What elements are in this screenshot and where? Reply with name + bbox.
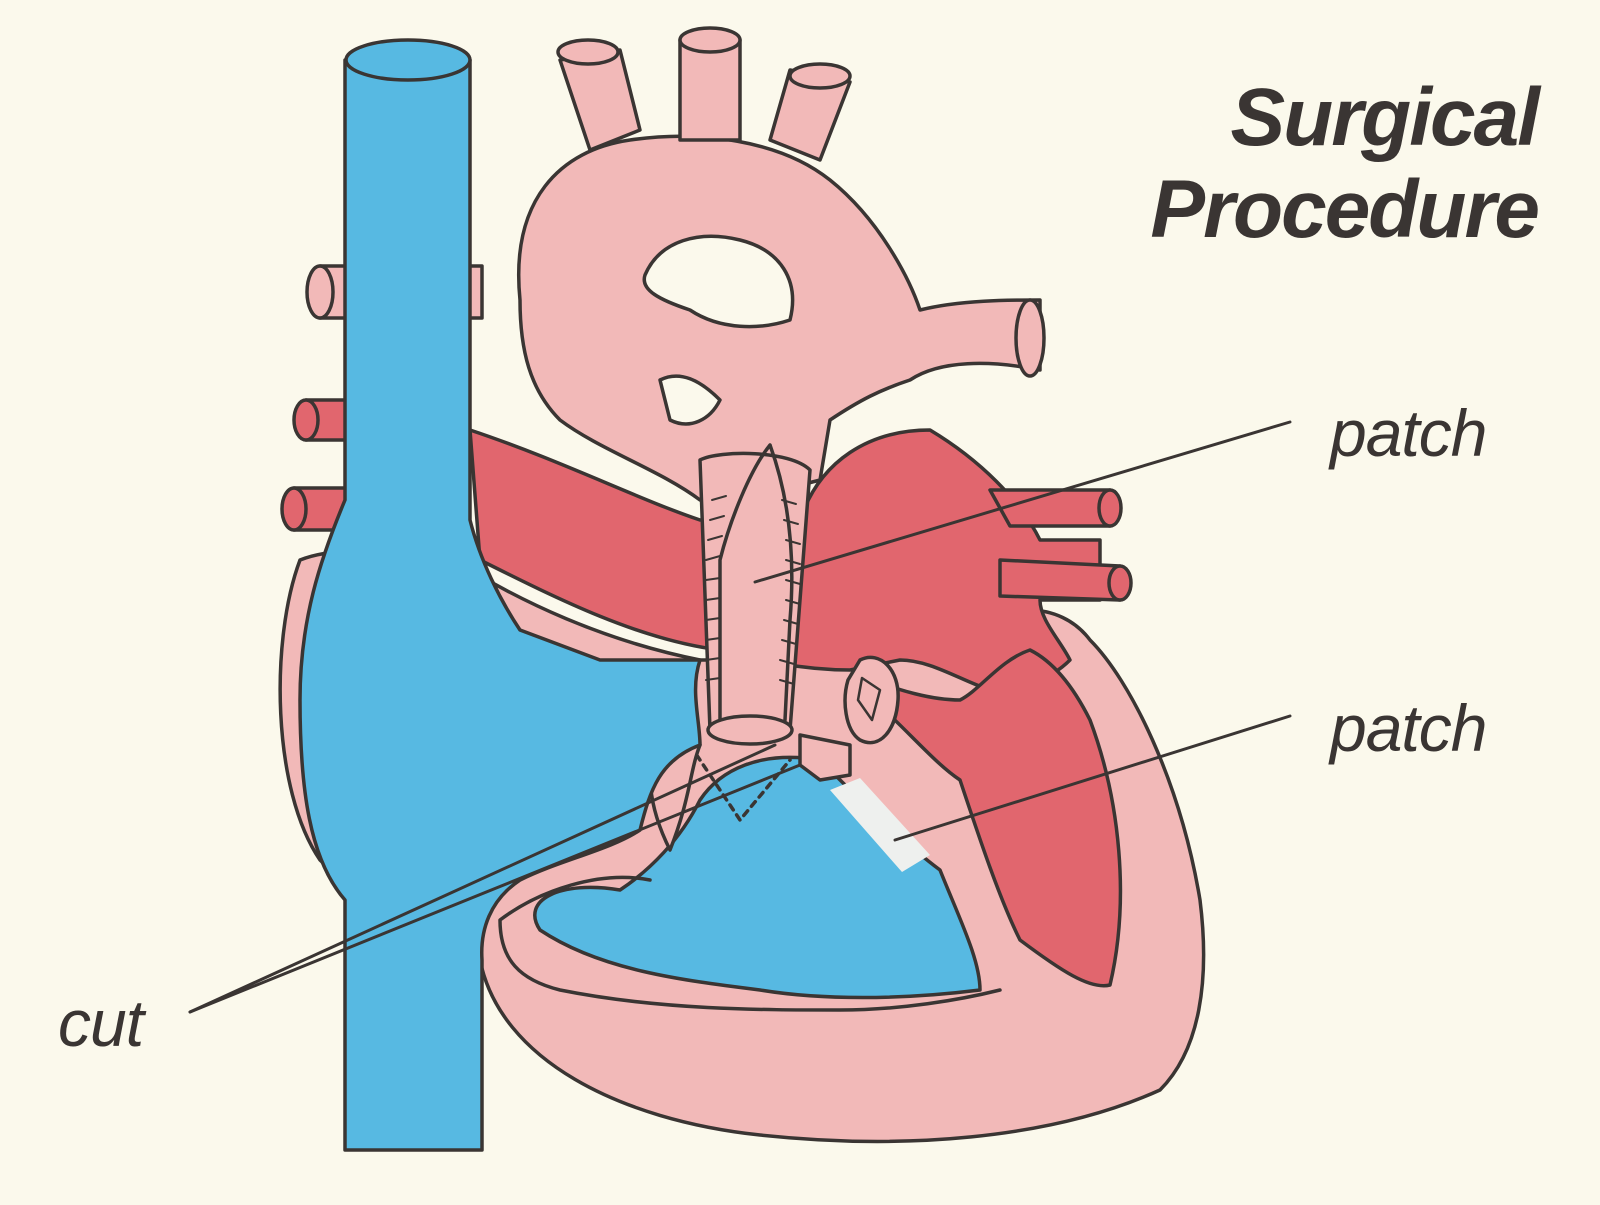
trunk-patch bbox=[718, 443, 794, 722]
label-patch-upper: patch bbox=[1330, 396, 1487, 470]
vena-cava-top bbox=[344, 38, 472, 82]
arch-opening-lower bbox=[658, 374, 722, 426]
leader-lines bbox=[188, 420, 1292, 1014]
arch-branches bbox=[556, 26, 852, 162]
right-vessel-stubs bbox=[988, 488, 1133, 602]
label-cut: cut bbox=[58, 986, 144, 1060]
diagram-title: Surgical Procedure bbox=[1150, 72, 1540, 256]
septal-patch bbox=[830, 778, 930, 872]
pulmonary-valve bbox=[843, 655, 900, 745]
valve-leaflets bbox=[856, 676, 882, 722]
arch-opening bbox=[642, 234, 795, 329]
inner-muscle bbox=[498, 875, 1002, 1012]
label-patch-lower: patch bbox=[1330, 691, 1487, 765]
aortic-arch-branch-opening bbox=[1014, 298, 1046, 378]
title-line-2: Procedure bbox=[1150, 164, 1540, 255]
trunk-stitches bbox=[705, 495, 801, 685]
title-line-1: Surgical bbox=[1230, 72, 1540, 163]
trunk-opening bbox=[706, 714, 794, 746]
left-ventricle-cavity bbox=[848, 648, 1123, 988]
reconstructed-trunk bbox=[698, 451, 812, 732]
cut-stitch-region bbox=[688, 743, 792, 822]
valve-conduit bbox=[798, 733, 852, 782]
